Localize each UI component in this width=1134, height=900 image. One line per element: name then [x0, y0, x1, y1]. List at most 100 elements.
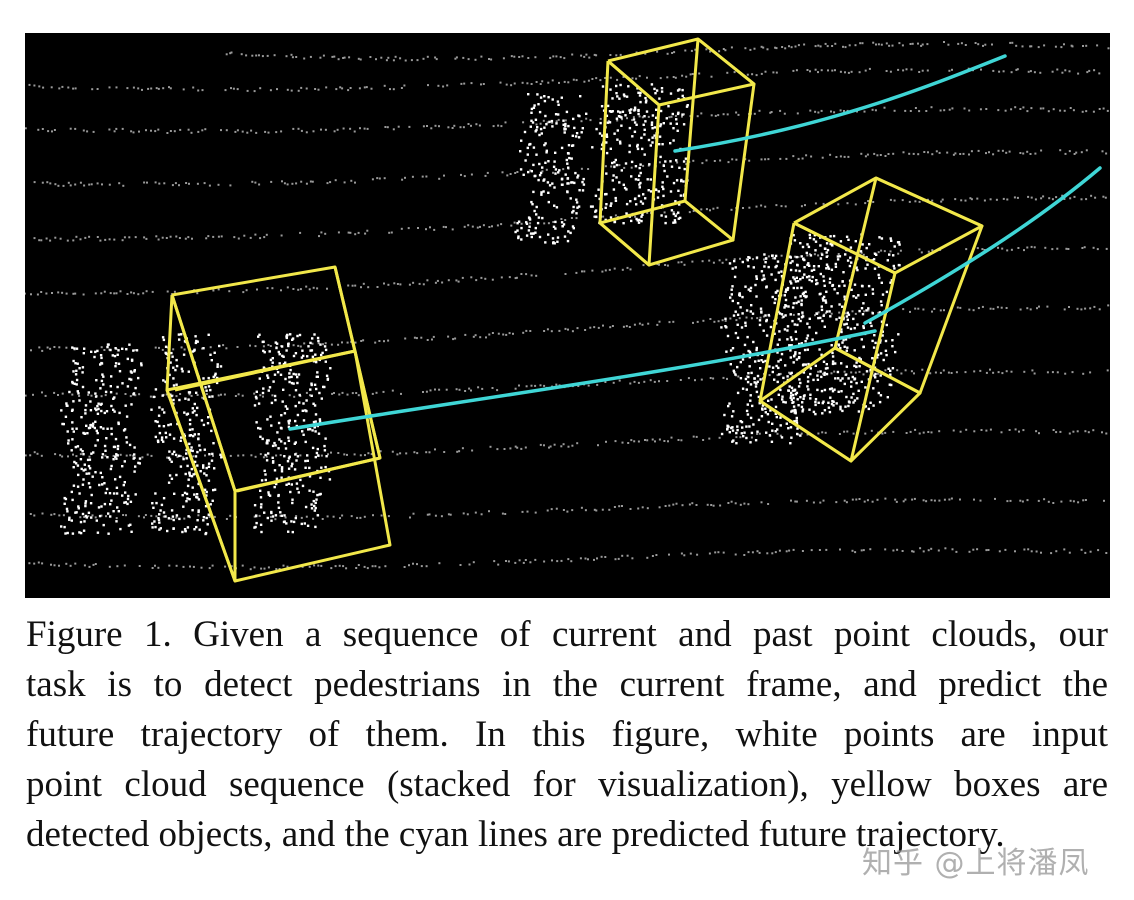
ground-point: [938, 499, 941, 502]
ground-point: [79, 516, 82, 519]
ground-point: [889, 70, 892, 73]
pedestrian-point: [877, 391, 880, 395]
pedestrian-point: [167, 517, 171, 520]
pedestrian-point: [99, 354, 103, 357]
pedestrian-point: [273, 373, 277, 376]
ground-point: [363, 86, 366, 89]
pedestrian-point: [205, 466, 208, 470]
ground-point: [324, 232, 327, 235]
pedestrian-point: [271, 461, 275, 464]
ground-point: [563, 80, 566, 83]
pedestrian-point: [79, 520, 83, 524]
ground-point: [175, 395, 178, 398]
ground-point: [622, 76, 625, 78]
pedestrian-point: [726, 334, 730, 338]
pedestrian-point: [774, 412, 777, 415]
ground-point: [1022, 429, 1025, 432]
ground-point: [889, 250, 892, 253]
pedestrian-point: [628, 109, 631, 112]
ground-point: [162, 515, 165, 518]
ground-point: [92, 130, 95, 133]
pedestrian-point: [567, 166, 570, 169]
pedestrian-point: [95, 519, 98, 522]
ground-point: [312, 286, 315, 289]
ground-point: [1077, 501, 1080, 504]
ground-point: [258, 54, 260, 57]
ground-point: [143, 236, 146, 239]
ground-point: [520, 447, 523, 450]
pedestrian-point: [847, 404, 850, 408]
ground-point: [196, 182, 199, 185]
ground-point: [33, 84, 36, 87]
ground-point: [434, 56, 437, 59]
pedestrian-point: [565, 110, 569, 114]
pedestrian-point: [113, 410, 116, 413]
ground-point: [968, 109, 971, 112]
ground-point: [535, 123, 538, 126]
ground-point: [902, 500, 905, 503]
ground-point: [817, 111, 820, 114]
ground-point: [824, 42, 827, 45]
ground-point: [387, 515, 390, 518]
ground-point: [987, 549, 990, 551]
pedestrian-point: [744, 377, 748, 381]
pedestrian-point: [748, 365, 751, 368]
pedestrian-point: [888, 383, 891, 386]
ground-point: [90, 394, 93, 397]
pedestrian-point: [112, 492, 116, 495]
pedestrian-point: [879, 374, 882, 377]
ground-point: [474, 334, 477, 337]
ground-point: [854, 312, 857, 315]
pedestrian-point: [723, 413, 726, 417]
pedestrian-point: [568, 156, 571, 160]
ground-point: [300, 129, 303, 132]
ground-point: [844, 46, 847, 49]
pedestrian-point: [806, 375, 810, 379]
ground-point: [614, 214, 617, 217]
pedestrian-point: [294, 404, 297, 408]
pedestrian-point: [133, 470, 136, 473]
ground-point: [548, 446, 550, 449]
pedestrian-point: [575, 201, 579, 204]
pedestrian-point: [94, 350, 97, 354]
ground-point: [341, 87, 344, 90]
pedestrian-point: [171, 452, 174, 456]
pedestrian-point: [622, 93, 626, 96]
ground-point: [630, 166, 633, 169]
pedestrian-point: [255, 521, 258, 525]
ground-point: [379, 450, 382, 453]
pedestrian-point: [218, 344, 221, 348]
pedestrian-point: [75, 369, 78, 372]
ground-point: [801, 313, 804, 316]
pedestrian-point: [121, 382, 124, 385]
ground-point: [814, 202, 817, 205]
ground-point: [260, 567, 263, 570]
pedestrian-point: [843, 323, 846, 326]
ground-point: [601, 508, 604, 511]
ground-point: [405, 452, 408, 455]
pedestrian-point: [776, 289, 779, 293]
pedestrian-point: [771, 422, 774, 425]
pedestrian-point: [203, 488, 207, 491]
ground-point: [157, 566, 160, 569]
pedestrian-point: [283, 412, 287, 415]
pedestrian-point: [134, 386, 137, 390]
pedestrian-point: [771, 429, 774, 432]
pedestrian-point: [897, 263, 901, 267]
pedestrian-point: [127, 524, 131, 527]
pedestrian-point: [774, 291, 778, 294]
pedestrian-point: [759, 367, 762, 370]
ground-point: [75, 235, 78, 238]
ground-point: [838, 433, 841, 435]
ground-point: [404, 59, 407, 62]
pedestrian-point: [67, 442, 70, 445]
pedestrian-point: [304, 505, 308, 509]
pedestrian-point: [529, 125, 532, 128]
pedestrian-point: [313, 404, 317, 407]
ground-point: [902, 308, 905, 311]
ground-point: [854, 371, 857, 374]
ground-point: [817, 432, 820, 435]
pedestrian-point: [98, 514, 102, 518]
ground-point: [1087, 431, 1090, 434]
ground-point: [434, 281, 437, 284]
